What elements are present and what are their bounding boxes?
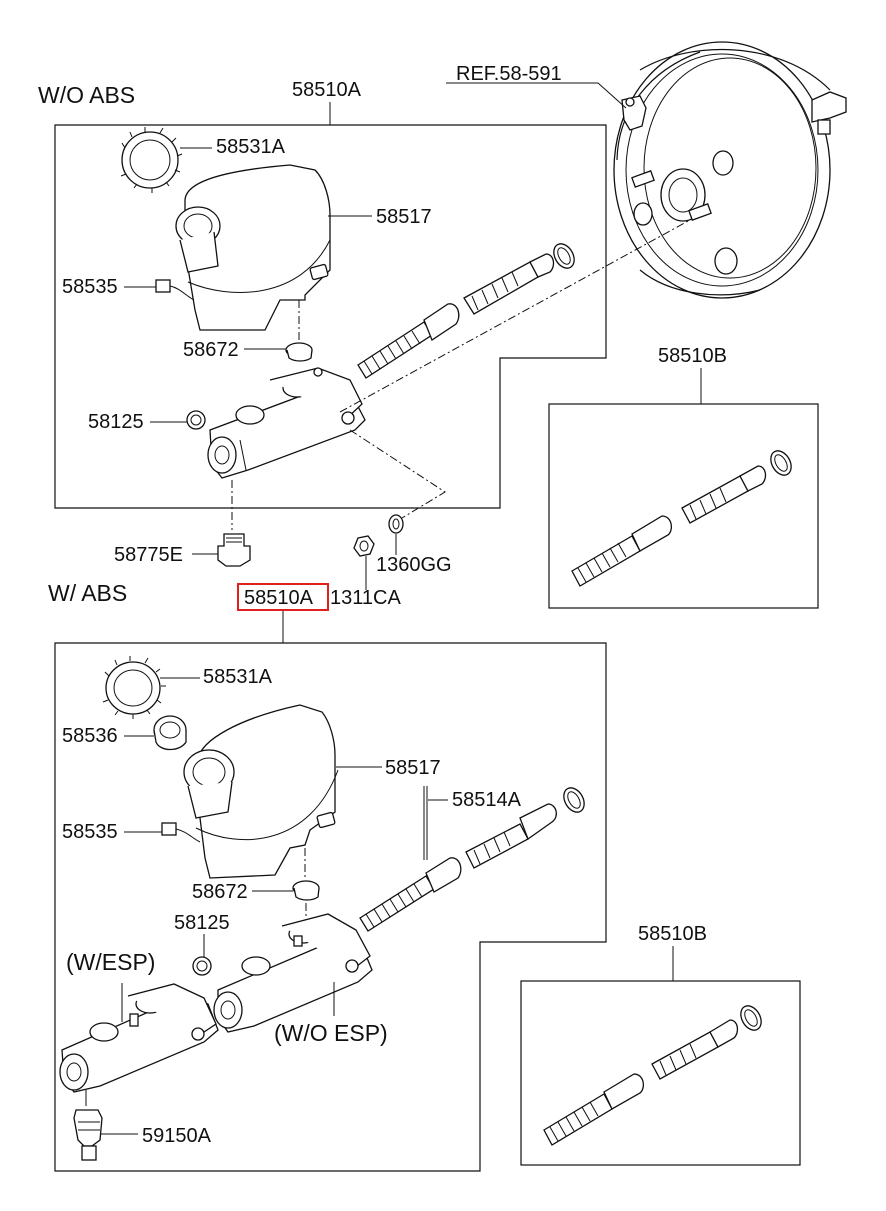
top-master-cylinder — [207, 367, 366, 479]
nut-part — [353, 535, 375, 557]
top-reservoir-part — [175, 164, 331, 331]
label-washer[interactable]: 1360GG — [376, 554, 452, 576]
top-piston-set — [357, 243, 575, 379]
bottom-plug-part — [192, 956, 212, 976]
label-bottom-plug[interactable]: 58125 — [174, 912, 230, 934]
bottom-switch-part — [73, 1109, 103, 1161]
brake-booster — [613, 41, 847, 299]
label-top-fitting[interactable]: 58775E — [114, 544, 183, 566]
top-grommet-part — [285, 300, 313, 362]
label-top-grommet[interactable]: 58672 — [183, 339, 239, 361]
top-sensor-part — [155, 279, 195, 301]
bottom-kit-piston-set — [543, 1005, 762, 1146]
bottom-pin-part — [423, 786, 428, 860]
top-alignment-line — [339, 219, 691, 413]
label-bottom-assembly[interactable]: 58510A — [244, 587, 314, 609]
label-nut[interactable]: 1311CA — [330, 587, 401, 609]
label-bottom-pin[interactable]: 58514A — [452, 789, 522, 811]
label-top-cap[interactable]: 58531A — [216, 136, 286, 158]
label-bottom-grommet[interactable]: 58672 — [192, 881, 248, 903]
section-title-wo-abs: W/O ABS — [38, 82, 135, 108]
leader-lines — [100, 82, 702, 1135]
washer-part — [388, 514, 404, 534]
label-w-esp: (W/ESP) — [66, 949, 155, 975]
bottom-sensor-part — [161, 822, 201, 843]
top-bolt-line — [349, 429, 446, 519]
top-cap-part — [120, 127, 183, 193]
section-title-w-abs: W/ ABS — [48, 580, 127, 606]
bottom-reservoir-part — [183, 704, 339, 879]
label-bottom-sensor[interactable]: 58535 — [62, 821, 118, 843]
top-assembly-frame — [54, 124, 607, 509]
top-kit-piston-set — [571, 450, 792, 587]
label-top-plug[interactable]: 58125 — [88, 411, 144, 433]
wo-esp-master-cylinder — [213, 913, 373, 1033]
top-kit-frame — [548, 403, 819, 609]
top-fitting-part — [217, 480, 251, 567]
label-kit-bottom[interactable]: 58510B — [638, 923, 707, 945]
label-bottom-strainer[interactable]: 58536 — [62, 725, 118, 747]
label-bottom-switch[interactable]: 59150A — [142, 1125, 212, 1147]
bottom-grommet-part — [292, 848, 320, 922]
label-top-sensor[interactable]: 58535 — [62, 276, 118, 298]
bottom-strainer-part — [153, 715, 187, 751]
w-esp-master-cylinder — [59, 983, 219, 1106]
label-wo-esp: (W/O ESP) — [274, 1020, 388, 1046]
label-kit-top[interactable]: 58510B — [658, 345, 727, 367]
bottom-cap-part — [102, 656, 166, 719]
label-top-reservoir[interactable]: 58517 — [376, 206, 432, 228]
label-top-assembly[interactable]: 58510A — [292, 79, 362, 101]
label-bottom-cap[interactable]: 58531A — [203, 666, 273, 688]
highlight-box — [237, 583, 329, 611]
top-plug-part — [186, 410, 206, 430]
bottom-assembly-frame — [54, 642, 607, 1172]
bottom-kit-frame — [520, 980, 801, 1166]
label-bottom-reservoir[interactable]: 58517 — [385, 757, 441, 779]
bottom-piston-set — [359, 787, 585, 932]
label-ref[interactable]: REF.58-591 — [456, 63, 562, 85]
